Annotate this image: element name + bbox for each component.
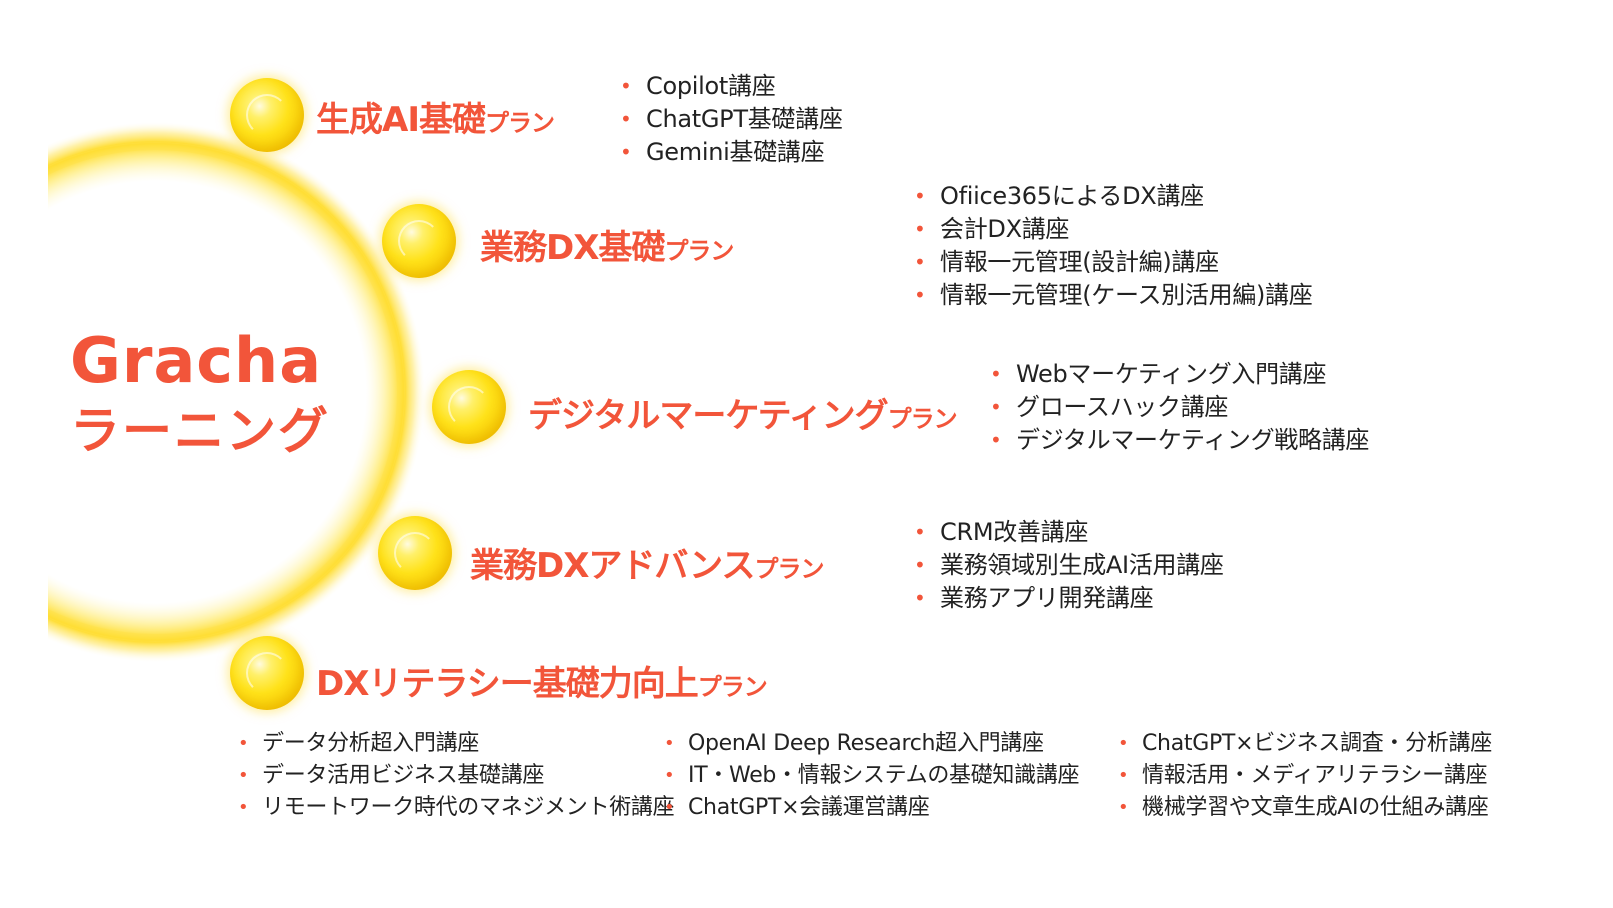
plan-title-digital-marketing: デジタルマーケティングプラン [528, 396, 958, 436]
list-item: •業務領域別生成AI活用講座 [910, 549, 1224, 582]
bullet-icon: • [914, 217, 926, 241]
list-item: •Webマーケティング入門講座 [986, 358, 1369, 391]
bullet-icon: • [990, 362, 1002, 386]
list-item: •会計DX講座 [910, 213, 1312, 246]
list-item: •情報活用・メディアリテラシー講座 [1116, 760, 1492, 792]
list-item: •CRM改善講座 [910, 516, 1224, 549]
bullet-icon: • [914, 283, 926, 307]
plan-title-dx-basic: 業務DX基礎プラン [480, 228, 734, 268]
bullet-icon: • [990, 428, 1002, 452]
plan-title-dx-literacy: DXリテラシー基礎力向上プラン [316, 664, 768, 704]
plan-title-dx-advance: 業務DXアドバンスプラン [470, 546, 824, 586]
orb-icon [230, 636, 304, 710]
bullet-icon: • [664, 733, 675, 754]
bullet-icon: • [620, 74, 632, 98]
hub-title: Gracha ラーニング [70, 324, 330, 460]
bullet-icon: • [914, 553, 926, 577]
bullet-icon: • [990, 395, 1002, 419]
bullet-icon: • [620, 107, 632, 131]
plan-courses-genai: •Copilot講座 •ChatGPT基礎講座 •Gemini基礎講座 [616, 70, 843, 169]
bullet-icon: • [1118, 765, 1129, 786]
plan-courses-digital-marketing: •Webマーケティング入門講座 •グロースハック講座 •デジタルマーケティング戦… [986, 358, 1369, 457]
plan-courses-dx-advance: •CRM改善講座 •業務領域別生成AI活用講座 •業務アプリ開発講座 [910, 516, 1224, 615]
list-item: •IT・Web・情報システムの基礎知識講座 [662, 760, 1080, 792]
list-item: •ChatGPT×会議運営講座 [662, 792, 1079, 824]
bullet-icon: • [664, 765, 675, 786]
plan-courses-dx-basic: •Ofiice365によるDX講座 •会計DX講座 •情報一元管理(設計編)講座… [910, 180, 1313, 312]
list-item: •業務アプリ開発講座 [910, 582, 1224, 615]
orb-icon [382, 204, 456, 278]
list-item: •グロースハック講座 [986, 391, 1369, 424]
list-item: •リモートワーク時代のマネジメント術講座 [236, 792, 675, 824]
list-item: •データ分析超入門講座 [236, 728, 674, 760]
list-item: •デジタルマーケティング戦略講座 [986, 424, 1369, 457]
list-item: •情報一元管理(設計編)講座 [910, 246, 1312, 279]
list-item: •ChatGPT基礎講座 [616, 103, 843, 136]
list-item: •Gemini基礎講座 [616, 136, 843, 169]
literacy-courses-col-2: •OpenAI Deep Research超入門講座 •IT・Web・情報システ… [662, 728, 1080, 824]
bullet-icon: • [914, 520, 926, 544]
hub-title-main: Gracha [70, 324, 323, 397]
bullet-icon: • [664, 797, 675, 818]
orb-icon [432, 370, 506, 444]
bullet-icon: • [914, 184, 926, 208]
literacy-courses-col-1: •データ分析超入門講座 •データ活用ビジネス基礎講座 •リモートワーク時代のマネ… [236, 728, 675, 824]
list-item: •Ofiice365によるDX講座 [910, 180, 1312, 213]
list-item: •ChatGPT×ビジネス調査・分析講座 [1116, 728, 1492, 760]
list-item: •データ活用ビジネス基礎講座 [236, 760, 674, 792]
orb-icon [378, 516, 452, 590]
orb-icon [230, 78, 304, 152]
bullet-icon: • [1118, 797, 1129, 818]
bullet-icon: • [238, 733, 249, 754]
list-item: •情報一元管理(ケース別活用編)講座 [910, 279, 1313, 312]
bullet-icon: • [914, 586, 926, 610]
list-item: •OpenAI Deep Research超入門講座 [662, 728, 1079, 760]
bullet-icon: • [238, 765, 249, 786]
list-item: •機械学習や文章生成AIの仕組み講座 [1116, 792, 1492, 824]
bullet-icon: • [914, 250, 926, 274]
plan-title-genai: 生成AI基礎プラン [316, 100, 555, 140]
bullet-icon: • [1118, 733, 1129, 754]
bullet-icon: • [238, 797, 249, 818]
bullet-icon: • [620, 140, 632, 164]
literacy-courses-col-3: •ChatGPT×ビジネス調査・分析講座 •情報活用・メディアリテラシー講座 •… [1116, 728, 1492, 824]
hub-title-sub: ラーニング [70, 402, 330, 460]
list-item: •Copilot講座 [616, 70, 843, 103]
